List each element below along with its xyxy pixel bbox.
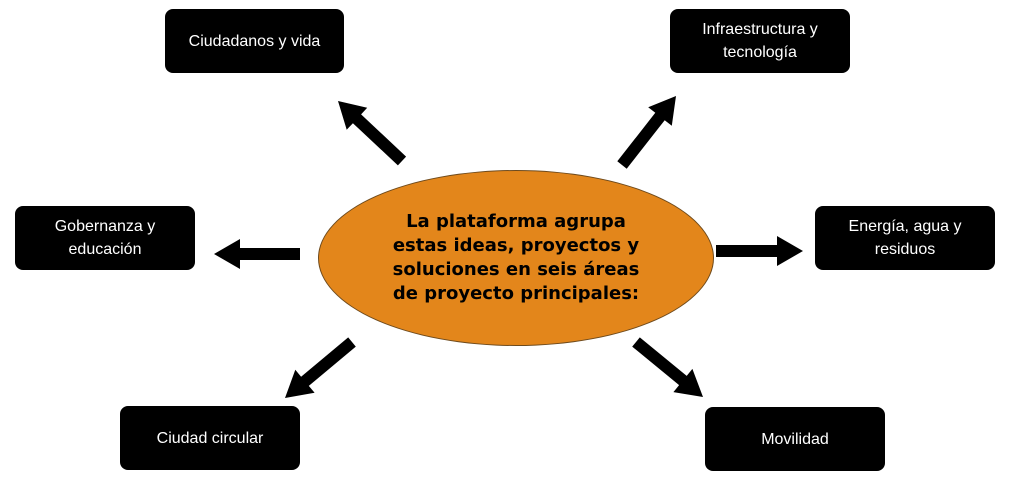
node-ciudadanos-y-vida: Ciudadanos y vida <box>165 9 344 73</box>
node-label: Movilidad <box>761 430 829 448</box>
node-label: Energía, agua y residuos <box>848 218 962 258</box>
node-movilidad: Movilidad <box>705 407 885 471</box>
node-label: Ciudadanos y vida <box>188 32 321 50</box>
node-label: Gobernanza y educación <box>54 218 156 258</box>
node-infraestructura-y-tecnologia: Infraestructura y tecnología <box>670 9 850 73</box>
arrow-to-circular <box>285 337 356 398</box>
node-label: Ciudad circular <box>156 429 264 447</box>
arrow-to-ciudadanos <box>338 101 407 166</box>
node-gobernanza-y-educacion: Gobernanza y educación <box>15 206 195 270</box>
arrow-to-energia <box>716 236 803 266</box>
arrow-to-gobernanza <box>214 239 300 269</box>
central-text: La plataforma agrupa estas ideas, proyec… <box>392 211 640 304</box>
central-ellipse: La plataforma agrupa estas ideas, proyec… <box>318 170 714 346</box>
arrow-to-movilidad <box>632 337 703 397</box>
node-energia-agua-y-residuos: Energía, agua y residuos <box>815 206 995 270</box>
arrow-to-infraestructura <box>617 96 676 169</box>
node-label: Infraestructura y tecnología <box>702 21 818 61</box>
node-ciudad-circular: Ciudad circular <box>120 406 300 470</box>
